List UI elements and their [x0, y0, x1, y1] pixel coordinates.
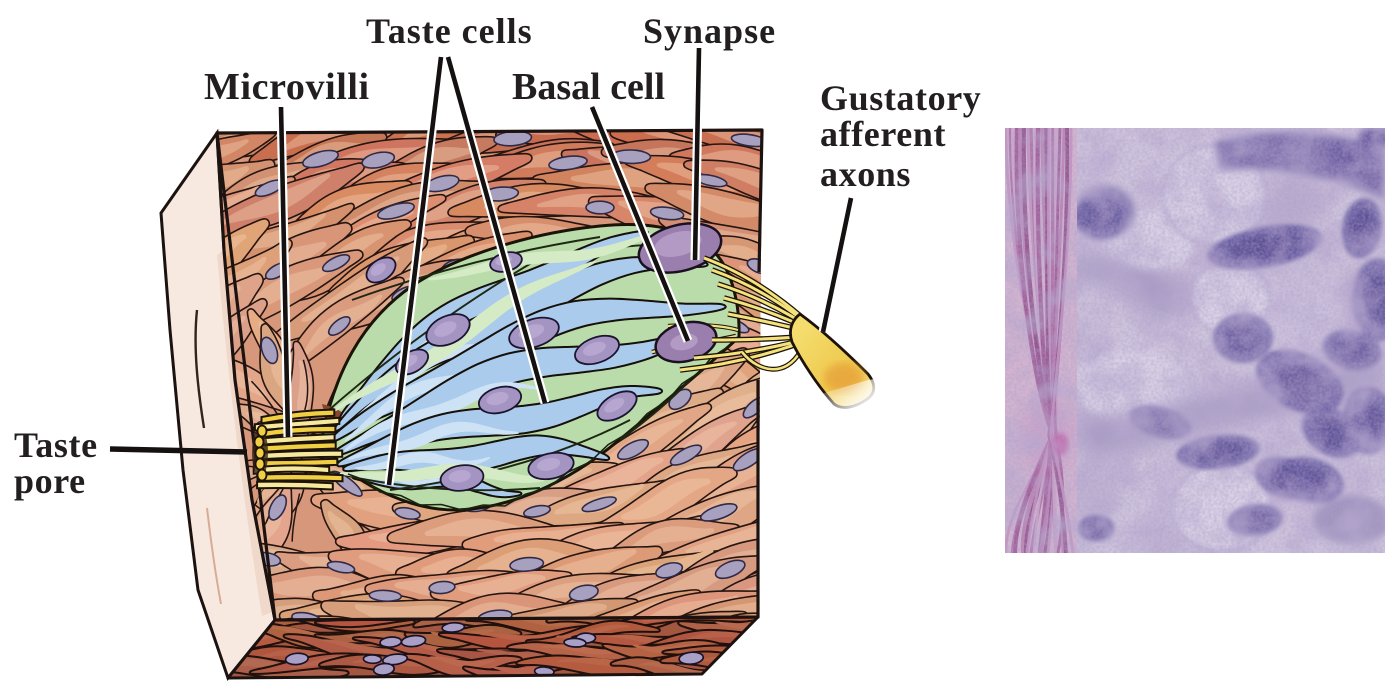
svg-text:Taste cells: Taste cells: [366, 11, 533, 51]
svg-text:Microvilli: Microvilli: [204, 66, 370, 108]
svg-text:Synapse: Synapse: [643, 11, 776, 51]
svg-text:Basal cell: Basal cell: [512, 66, 665, 108]
